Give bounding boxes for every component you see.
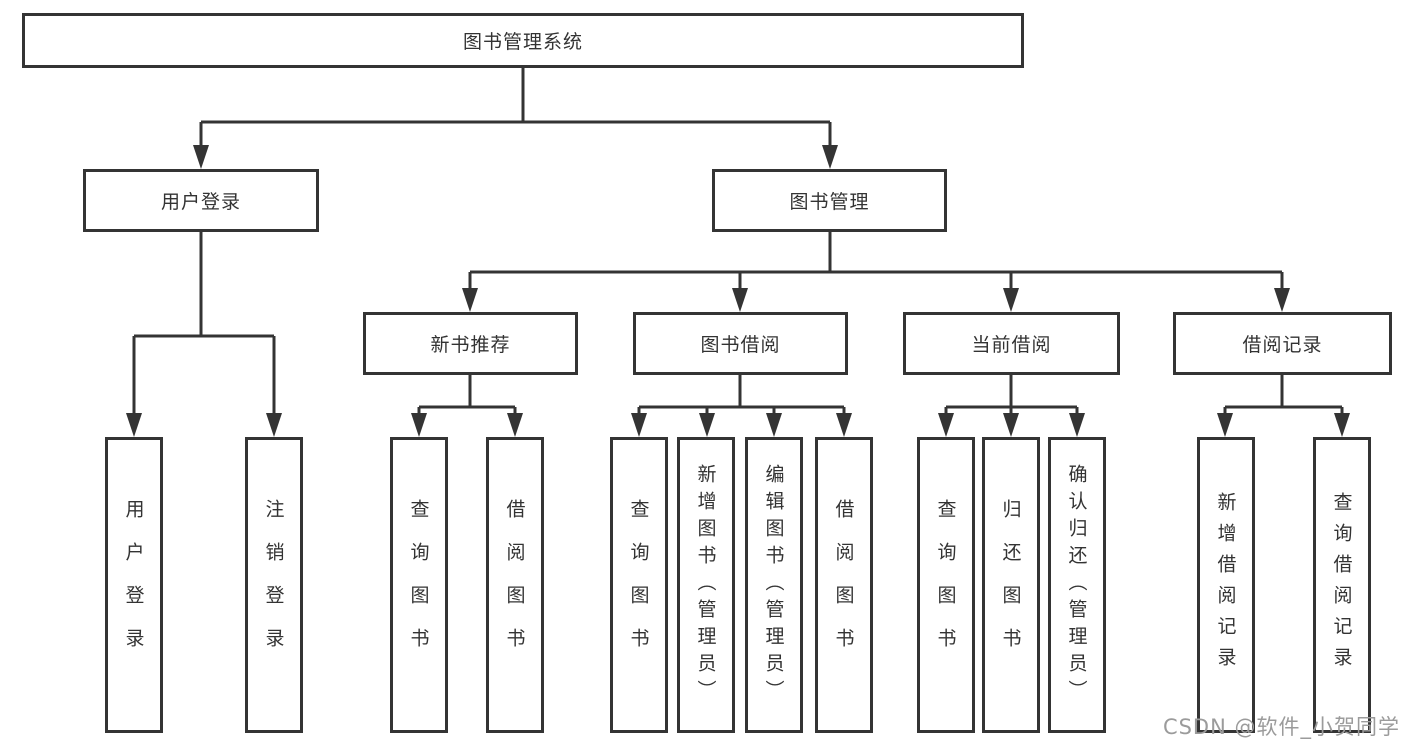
tree-edges	[132, 68, 1344, 416]
node-label: 借阅图书	[832, 499, 855, 671]
leaf-borrow-books-recommend: 借阅图书	[486, 437, 544, 733]
arrowheads	[126, 145, 1350, 437]
leaf-return-books: 归还图书	[982, 437, 1040, 733]
node-label: 注销登录	[262, 499, 285, 671]
leaf-query-books-borrow: 查询图书	[610, 437, 668, 733]
node-library-management-system: 图书管理系统	[22, 13, 1024, 68]
node-label: 新增图书（管理员）	[694, 463, 717, 707]
node-label: 查询图书	[934, 499, 957, 671]
node-label: 确认归还（管理员）	[1065, 463, 1088, 707]
node-label: 借阅图书	[503, 499, 526, 671]
node-label: 查询借阅记录	[1330, 492, 1353, 678]
node-label: 新增借阅记录	[1214, 492, 1237, 678]
leaf-query-borrow-record: 查询借阅记录	[1313, 437, 1371, 733]
csdn-watermark: CSDN @软件_小贺同学	[1162, 715, 1400, 739]
node-borrow-records: 借阅记录	[1173, 312, 1392, 375]
node-new-book-recommend: 新书推荐	[363, 312, 578, 375]
node-label: 新书推荐	[430, 334, 511, 356]
node-book-management: 图书管理	[712, 169, 947, 232]
leaf-query-books-recommend: 查询图书	[390, 437, 448, 733]
node-label: 图书管理	[789, 191, 870, 213]
node-label: 查询图书	[627, 499, 650, 671]
node-label: 用户登录	[160, 191, 241, 213]
leaf-add-borrow-record: 新增借阅记录	[1197, 437, 1255, 733]
leaf-add-books-admin: 新增图书（管理员）	[677, 437, 735, 733]
node-label: 查询图书	[407, 499, 430, 671]
node-label: 编辑图书（管理员）	[762, 463, 785, 707]
node-label: 图书借阅	[700, 334, 781, 356]
node-book-borrow: 图书借阅	[633, 312, 848, 375]
leaf-query-books-current: 查询图书	[917, 437, 975, 733]
node-label: 用户登录	[122, 499, 145, 671]
node-label: 归还图书	[999, 499, 1022, 671]
leaf-borrow-books: 借阅图书	[815, 437, 873, 733]
node-label: 借阅记录	[1242, 334, 1323, 356]
leaf-confirm-return-admin: 确认归还（管理员）	[1048, 437, 1106, 733]
node-current-borrow: 当前借阅	[903, 312, 1120, 375]
leaf-user-login: 用户登录	[105, 437, 163, 733]
leaf-edit-books-admin: 编辑图书（管理员）	[745, 437, 803, 733]
node-label: 当前借阅	[971, 334, 1052, 356]
node-user-login: 用户登录	[83, 169, 319, 232]
node-label: 图书管理系统	[462, 31, 583, 53]
leaf-logout: 注销登录	[245, 437, 303, 733]
